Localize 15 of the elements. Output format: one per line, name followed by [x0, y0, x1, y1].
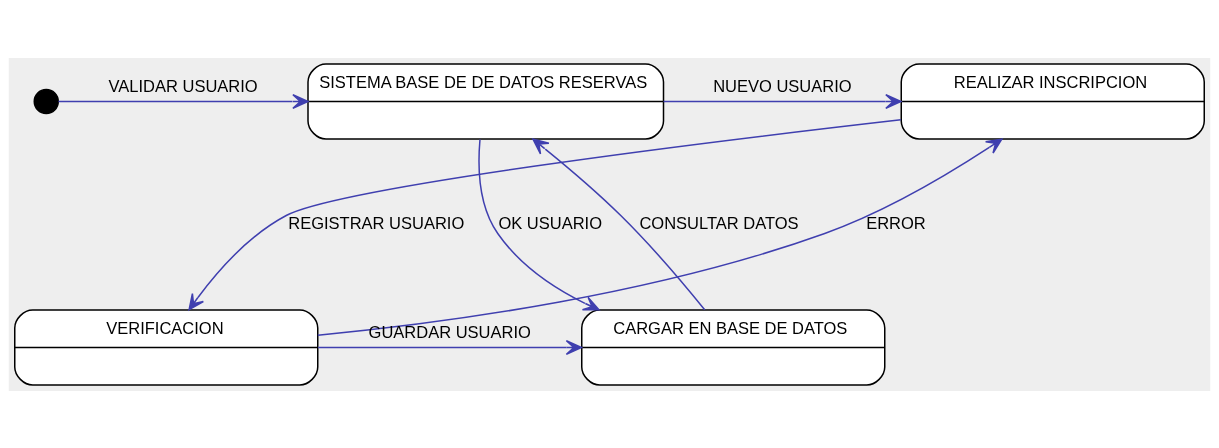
arrow: [662, 93, 902, 109]
arrow: [188, 118, 902, 310]
edge-label: OK USUARIO: [498, 213, 603, 232]
arrow: [478, 138, 600, 311]
edge-label: CONSULTAR DATOS: [639, 213, 799, 232]
arrow: [317, 137, 1003, 336]
arrow: [532, 137, 706, 310]
arrow: [317, 339, 583, 355]
edge-label: GUARDAR USUARIO: [368, 322, 531, 341]
edge-label: ERROR: [866, 213, 926, 232]
edge-label: NUEVO USUARIO: [713, 76, 852, 95]
node-circle: [33, 88, 59, 114]
edge-label: REGISTRAR USUARIO: [288, 213, 465, 232]
edge-label: VALIDAR USUARIO: [108, 76, 258, 95]
arrow: [57, 93, 309, 109]
